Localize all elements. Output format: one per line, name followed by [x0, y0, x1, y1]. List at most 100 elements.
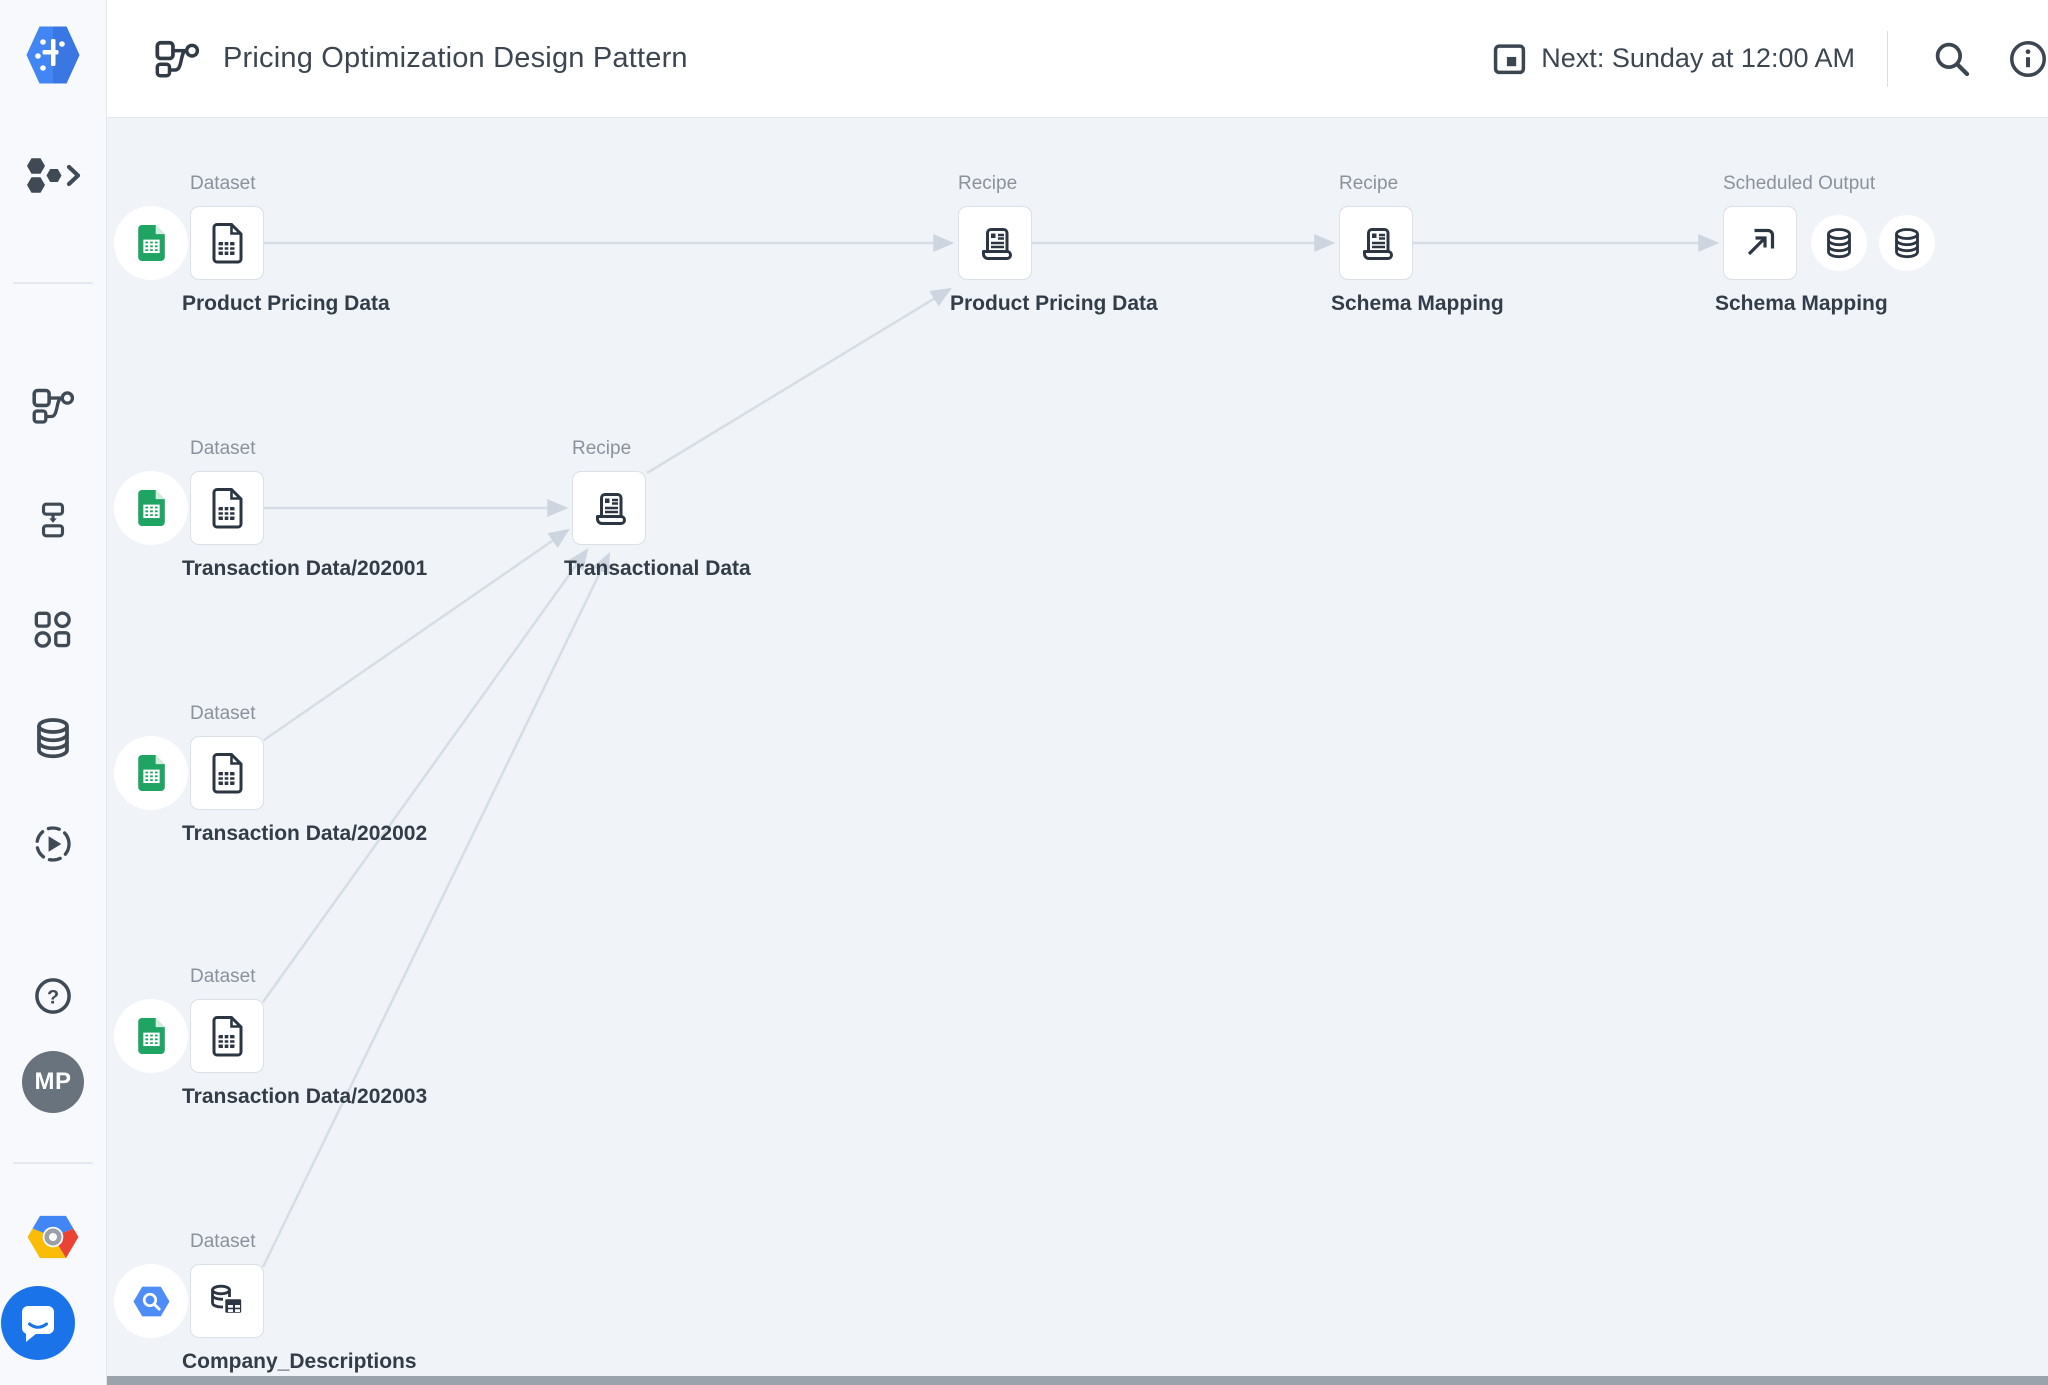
export-arrow-icon [1747, 228, 1775, 256]
node-scheduled-output-schema-mapping: Scheduled Output Schema M [1715, 173, 1935, 315]
user-avatar[interactable]: MP [0, 1051, 106, 1113]
node-card[interactable] [190, 736, 264, 810]
google-sheets-badge [114, 999, 188, 1073]
google-sheets-badge [114, 471, 188, 545]
node-type-label: Dataset [190, 966, 256, 987]
google-sheets-badge [114, 206, 188, 280]
page-title: Pricing Optimization Design Pattern [223, 42, 688, 74]
node-card[interactable] [958, 206, 1032, 280]
node-name: Product Pricing Data [182, 292, 390, 315]
library-icon [34, 611, 71, 648]
plans-icon [41, 502, 65, 538]
node-name: Transactional Data [564, 557, 751, 580]
dataprep-logo[interactable] [0, 22, 106, 88]
google-sheets-icon [137, 754, 165, 792]
schedule-status: Next: Sunday at 12:00 AM [1541, 43, 1855, 73]
node-type-label: Dataset [190, 1231, 256, 1252]
google-cloud-icon [27, 1215, 79, 1259]
sidebar-item-flows[interactable] [0, 384, 106, 428]
chat-icon [1, 1286, 75, 1360]
database-icon [1895, 228, 1919, 259]
node-name: Schema Mapping [1331, 292, 1504, 315]
svg-text:?: ? [47, 987, 59, 1009]
node-name: Transaction Data/202002 [182, 822, 428, 845]
google-sheets-icon [137, 224, 165, 262]
sidebar-item-project-picker[interactable] [0, 146, 106, 204]
spreadsheet-file-icon [212, 488, 242, 529]
node-dataset-transaction-202002: Dataset Transaction Data/202002 [114, 703, 427, 845]
database-icon [37, 718, 69, 759]
sidebar-item-plans[interactable] [0, 498, 106, 542]
dataprep-logo-icon [26, 26, 80, 84]
node-recipe-schema-mapping: Recipe Schema Mapping [1331, 173, 1504, 315]
flow-edges [261, 234, 1720, 1268]
recipe-scroll-icon [1363, 228, 1393, 260]
horizontal-scrollbar[interactable] [107, 1376, 2048, 1385]
spreadsheet-file-icon [212, 223, 242, 264]
node-name: Transaction Data/202001 [182, 557, 428, 580]
node-type-label: Recipe [1339, 173, 1399, 194]
google-sheets-badge [114, 736, 188, 810]
search-icon [1935, 42, 1970, 76]
flow-canvas[interactable]: Dataset Product Pricing Data Recipe [107, 118, 2048, 1385]
edge-ds-tx3-to-rc-tx [261, 548, 589, 1003]
info-button[interactable] [2008, 39, 2048, 79]
project-hexagons-icon [27, 158, 81, 193]
node-type-label: Recipe [572, 438, 632, 459]
node-type-label: Recipe [958, 173, 1018, 194]
node-type-label: Dataset [190, 173, 256, 194]
edge-ds-tx2-to-rc-tx [263, 528, 570, 742]
job-history-icon [35, 826, 71, 862]
node-card[interactable] [190, 1264, 264, 1338]
sidebar-divider [13, 1162, 93, 1164]
spreadsheet-file-icon [212, 1016, 242, 1057]
google-sheets-icon [137, 1017, 165, 1055]
edge-ds-comp-to-rc-tx [261, 551, 611, 1268]
node-card[interactable] [572, 471, 646, 545]
spreadsheet-file-icon [212, 753, 242, 794]
avatar-initials: MP [22, 1051, 84, 1113]
left-sidebar: ? MP [0, 0, 107, 1385]
bigquery-badge [114, 1264, 188, 1338]
node-type-label: Scheduled Output [1723, 173, 1876, 194]
node-card[interactable] [190, 471, 264, 545]
output-target-database[interactable] [1811, 215, 1867, 271]
node-card[interactable] [190, 999, 264, 1073]
node-card[interactable] [1339, 206, 1413, 280]
search-button[interactable] [1932, 39, 1972, 79]
output-target-database[interactable] [1879, 215, 1935, 271]
google-cloud-logo[interactable] [0, 1208, 106, 1266]
node-name: Company_Descriptions [182, 1350, 417, 1373]
node-recipe-product-pricing-data: Recipe Product Pricing Data [950, 173, 1158, 315]
bigquery-icon [133, 1286, 169, 1316]
edge-rc-tx-to-rc-product [646, 287, 952, 475]
sidebar-item-job-history[interactable] [0, 822, 106, 866]
recipe-scroll-icon [982, 228, 1012, 260]
database-table-icon [211, 1284, 243, 1315]
header-divider [1887, 30, 1888, 87]
chat-support-button[interactable] [0, 1285, 76, 1361]
help-icon: ? [35, 978, 71, 1014]
node-card[interactable] [1723, 206, 1797, 280]
database-icon [1827, 228, 1851, 259]
flow-icon [155, 40, 199, 78]
node-dataset-product-pricing-data: Dataset Product Pricing Data [114, 173, 390, 315]
google-sheets-icon [137, 489, 165, 527]
node-dataset-company-descriptions: Dataset Compan [114, 1231, 417, 1373]
node-name: Product Pricing Data [950, 292, 1158, 315]
node-dataset-transaction-202003: Dataset Transaction Data/202003 [114, 966, 427, 1108]
node-dataset-transaction-202001: Dataset Transaction Data/202001 [114, 438, 427, 580]
calendar-icon [1494, 43, 1526, 74]
node-name: Schema Mapping [1715, 292, 1888, 315]
node-name: Transaction Data/202003 [182, 1085, 428, 1108]
flows-icon [32, 388, 74, 424]
sidebar-item-connections[interactable] [0, 714, 106, 762]
node-card[interactable] [190, 206, 264, 280]
node-recipe-transactional-data: Recipe Transactional Data [564, 438, 751, 580]
sidebar-item-help[interactable]: ? [0, 974, 106, 1018]
sidebar-divider [13, 282, 93, 284]
sidebar-item-library[interactable] [0, 608, 106, 652]
top-header: Pricing Optimization Design Pattern Next… [107, 0, 2048, 118]
node-type-label: Dataset [190, 438, 256, 459]
info-icon [2009, 40, 2047, 77]
